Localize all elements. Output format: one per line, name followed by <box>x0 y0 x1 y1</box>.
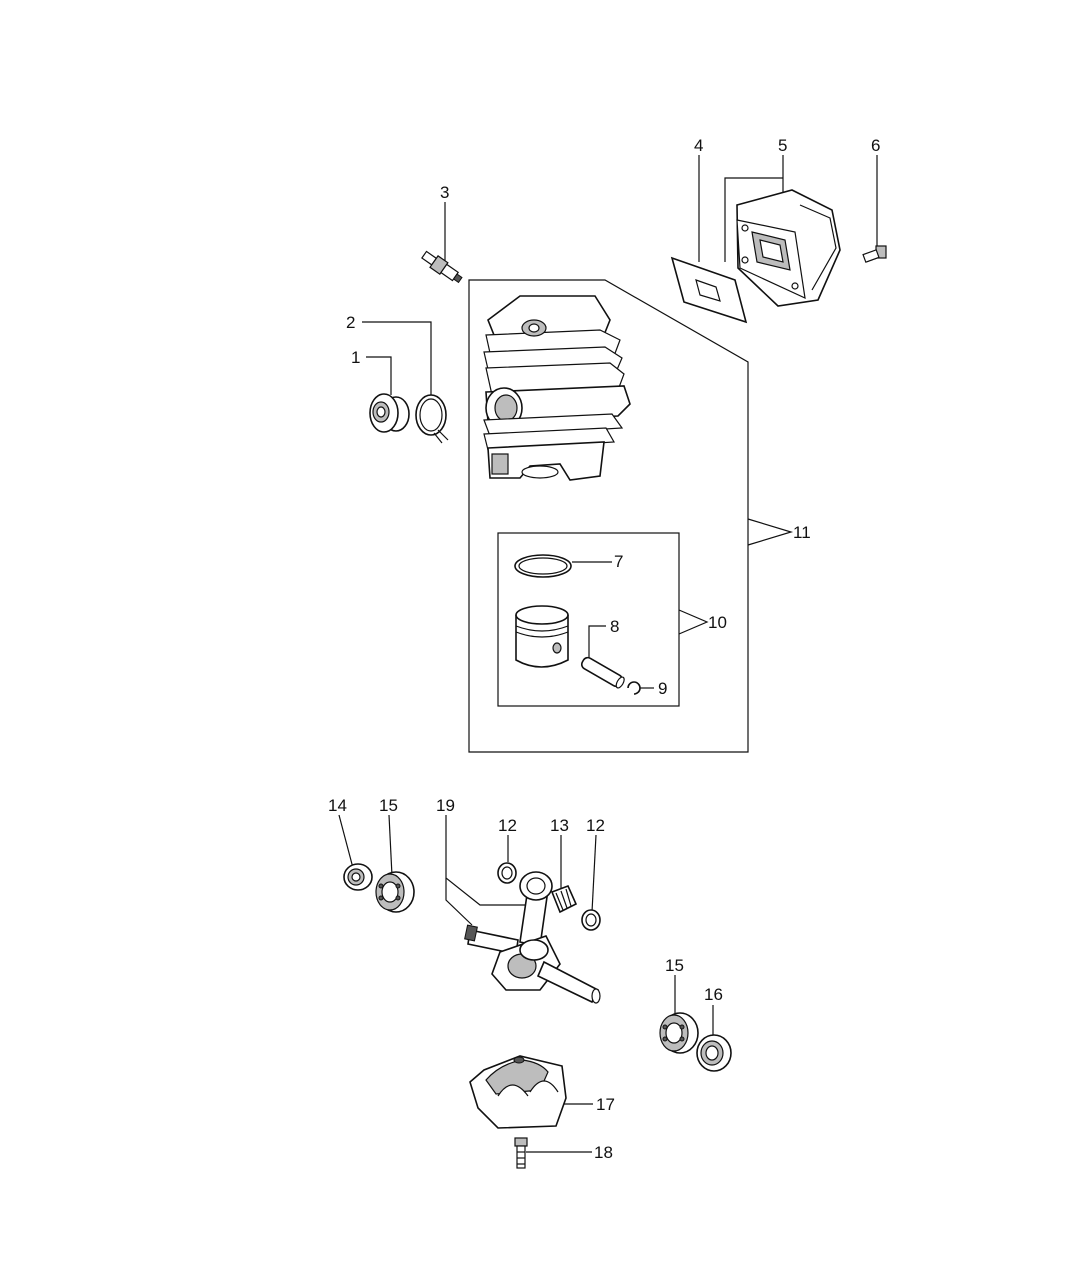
oil-seal-part-right <box>696 1034 732 1072</box>
callout-15-left: 15 <box>379 796 398 815</box>
crankshaft-part <box>464 871 601 1004</box>
hose-clamp-part <box>415 394 449 444</box>
ball-bearing-part-right <box>659 1012 699 1054</box>
callout-labels: 1 2 3 4 5 6 7 8 9 10 11 12 13 12 14 15 1… <box>328 136 880 1162</box>
piston-part <box>515 605 569 668</box>
callout-8: 8 <box>610 617 619 636</box>
piston-ring-part <box>514 554 572 578</box>
callout-10: 10 <box>708 613 727 632</box>
circlip-part <box>627 681 641 695</box>
oil-seal-part-left <box>343 863 373 891</box>
callout-2: 2 <box>346 313 355 332</box>
piston-kit-outline <box>497 532 680 707</box>
crankcase-part <box>469 1055 567 1129</box>
callout-13: 13 <box>550 816 569 835</box>
callout-19: 19 <box>436 796 455 815</box>
callout-1: 1 <box>351 348 360 367</box>
callout-9: 9 <box>658 679 667 698</box>
muffler-gasket-part <box>670 256 748 324</box>
callout-12-right: 12 <box>586 816 605 835</box>
needle-bearing-part <box>550 884 578 914</box>
intake-manifold-part <box>369 393 410 433</box>
cylinder-kit-outline <box>468 279 749 753</box>
callout-17: 17 <box>596 1095 615 1114</box>
callout-3: 3 <box>440 183 449 202</box>
cylinder-part <box>483 295 631 481</box>
piston-pin-part <box>580 656 625 689</box>
callout-12-left: 12 <box>498 816 517 835</box>
thrust-washer-part-a <box>497 862 517 884</box>
callout-11: 11 <box>793 523 811 542</box>
spark-plug-part <box>421 250 463 284</box>
thrust-washer-part-b <box>581 909 601 931</box>
callout-7: 7 <box>614 552 623 571</box>
crankcase-screw-part <box>514 1137 528 1169</box>
ball-bearing-part-left <box>375 871 415 913</box>
leader-lines <box>338 155 878 1153</box>
muffler-screw-part <box>862 245 887 263</box>
callout-18: 18 <box>594 1143 613 1162</box>
muffler-part <box>736 189 841 307</box>
callout-5: 5 <box>778 136 787 155</box>
callout-15-right: 15 <box>665 956 684 975</box>
callout-14: 14 <box>328 796 347 815</box>
callout-4: 4 <box>694 136 703 155</box>
callout-16: 16 <box>704 985 723 1004</box>
callout-6: 6 <box>871 136 880 155</box>
